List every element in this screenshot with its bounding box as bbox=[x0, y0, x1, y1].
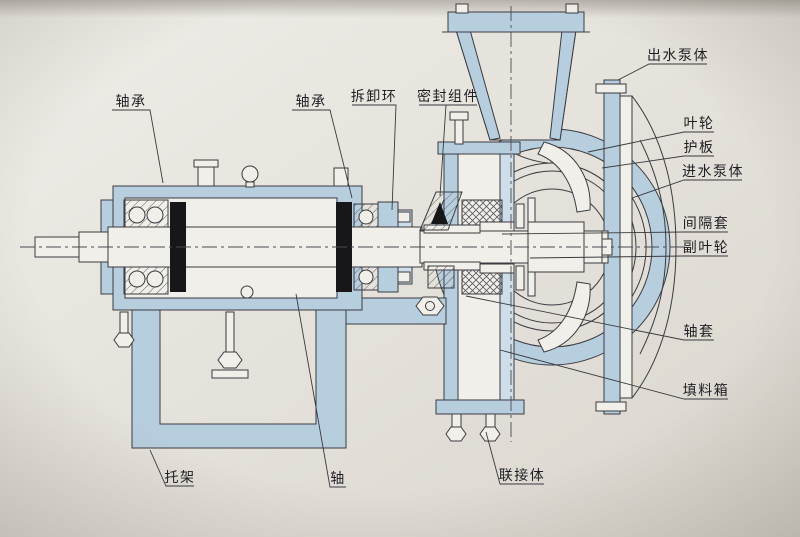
removal-ring-upper bbox=[397, 211, 411, 223]
flange-bolt-bottom bbox=[595, 401, 627, 412]
roller bbox=[128, 206, 146, 224]
label-seal-assembly: 密封组件 bbox=[417, 88, 479, 105]
label-connecting-body: 联接体 bbox=[499, 467, 546, 484]
bottom-bolt-nut-1 bbox=[445, 426, 467, 442]
outlet-bolt-right bbox=[565, 3, 579, 14]
housing-foot-bolt-nut bbox=[113, 332, 135, 348]
top-bolt-shank bbox=[454, 119, 464, 145]
top-bolt-head bbox=[449, 111, 469, 121]
label-shaft-sleeve: 轴套 bbox=[684, 324, 715, 340]
outlet-bolt-left bbox=[455, 3, 469, 14]
bracket-bolt-plate bbox=[211, 369, 249, 379]
label-outlet-body: 出水泵体 bbox=[647, 48, 709, 64]
roller bbox=[128, 270, 146, 288]
expeller-vane bbox=[515, 265, 525, 291]
label-bearing-right: 轴承 bbox=[296, 94, 327, 110]
label-spacer-sleeve: 间隔套 bbox=[683, 216, 730, 232]
label-inlet-body: 进水泵体 bbox=[682, 164, 744, 180]
label-shaft: 轴 bbox=[330, 471, 346, 487]
connecting-body-top-flange bbox=[437, 141, 521, 155]
bracket-bolt-shank bbox=[225, 311, 235, 355]
spacer-sleeve-lower bbox=[479, 263, 515, 274]
spacer-sleeve-upper bbox=[479, 221, 515, 232]
roller bbox=[146, 270, 164, 288]
oil-breather bbox=[241, 165, 259, 183]
top-shadow bbox=[0, 0, 800, 18]
bottom-bolt-shank-2 bbox=[485, 413, 496, 429]
bottom-bolt-shank-1 bbox=[451, 413, 462, 429]
oil-drain bbox=[240, 285, 254, 299]
label-bracket: 托架 bbox=[165, 470, 196, 486]
bottom-bolt-nut-2 bbox=[479, 426, 501, 442]
label-impeller: 叶轮 bbox=[684, 116, 715, 132]
roller bbox=[358, 209, 374, 225]
bracket-bolt-nut bbox=[217, 351, 243, 369]
label-expeller: 副叶轮 bbox=[683, 240, 730, 256]
oil-breather-stem bbox=[245, 181, 255, 188]
housing-foot-bolt-shank bbox=[119, 311, 129, 335]
label-guard-plate: 护板 bbox=[684, 140, 715, 156]
label-bearing-left: 轴承 bbox=[116, 94, 147, 110]
flange-bolt-top bbox=[595, 83, 627, 94]
right-top-fitting bbox=[333, 167, 349, 187]
roller bbox=[146, 206, 164, 224]
grease-fitting-cap bbox=[193, 159, 219, 168]
removal-ring-lower bbox=[397, 271, 411, 283]
roller bbox=[358, 269, 374, 285]
expeller-vane bbox=[515, 203, 525, 229]
label-stuffing-box: 填料箱 bbox=[683, 383, 730, 399]
seal-lower-hatched bbox=[427, 265, 455, 289]
grease-fitting bbox=[197, 165, 215, 187]
label-removal-ring: 拆卸环 bbox=[351, 89, 398, 105]
outlet-flange bbox=[447, 11, 585, 33]
